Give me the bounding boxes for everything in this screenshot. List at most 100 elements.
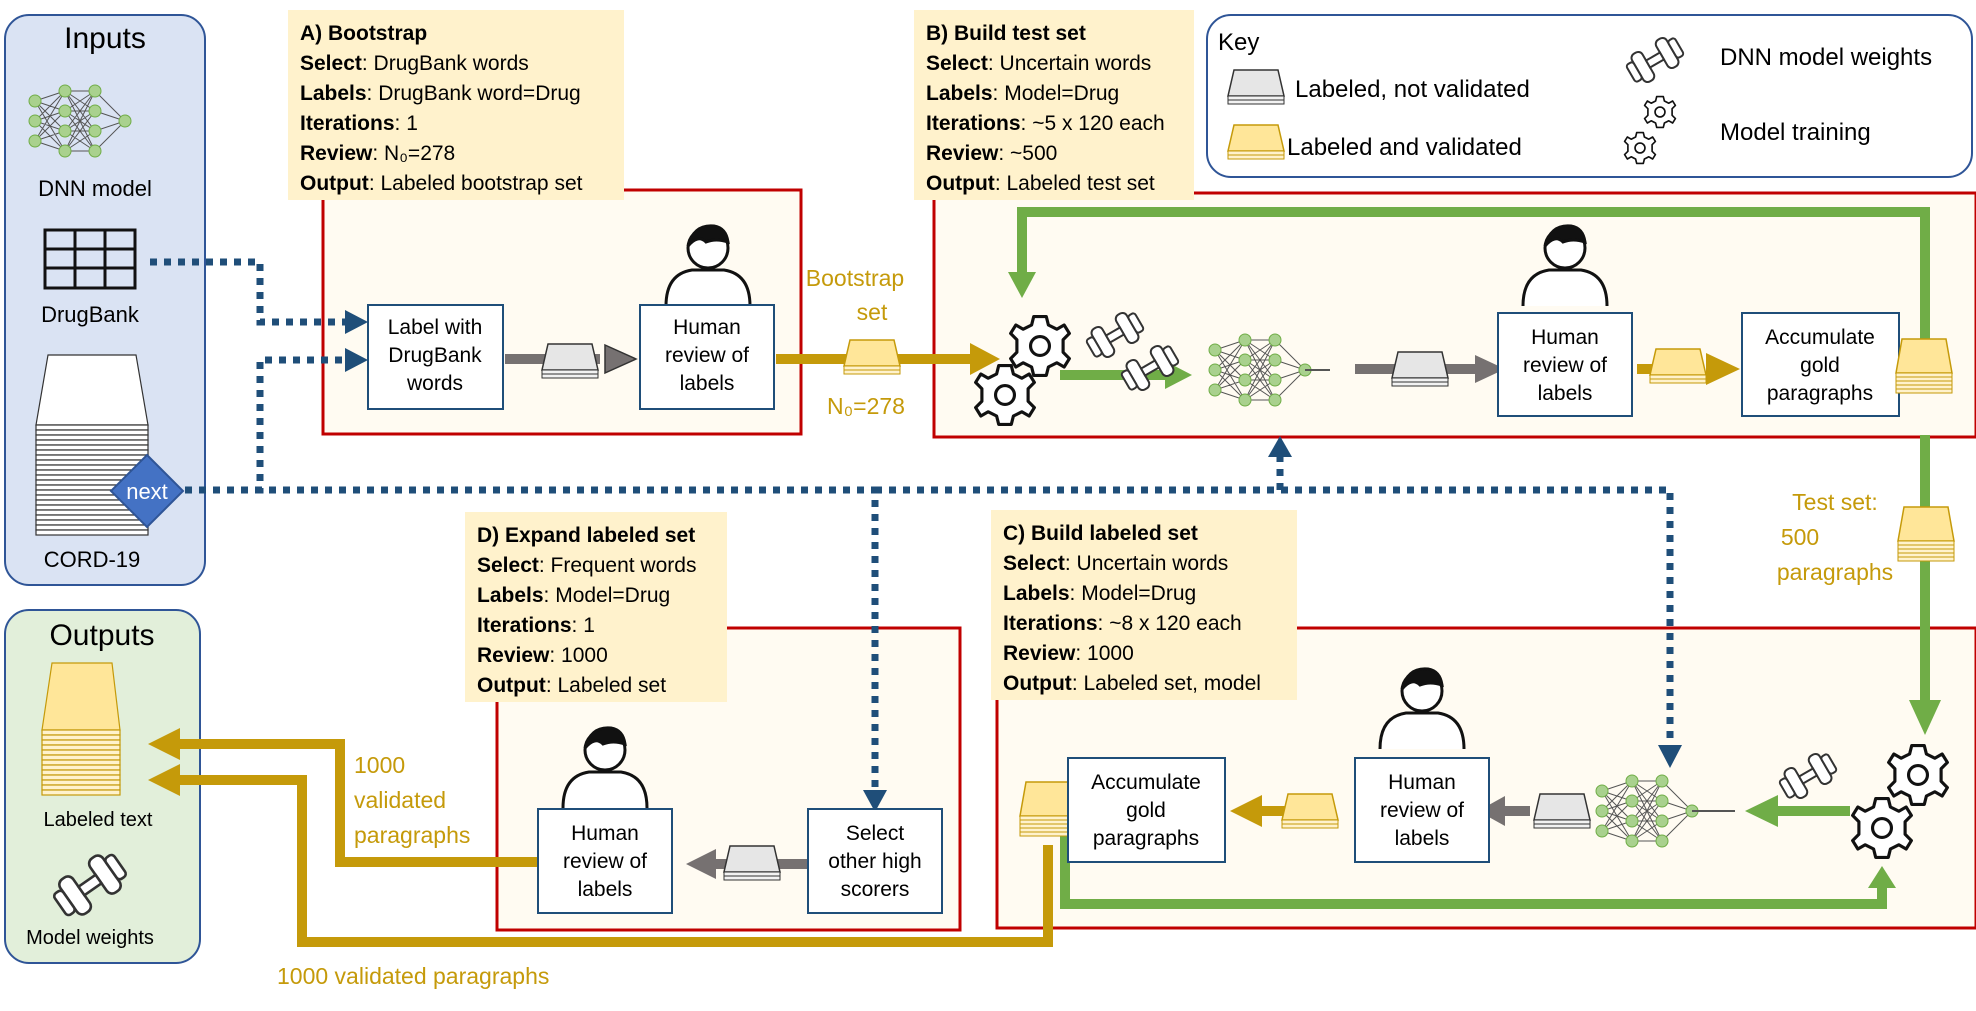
stage-a-title: A) Bootstrap [300, 22, 427, 45]
stage-b-gold-stack-icon [1649, 348, 1707, 384]
inputs-title: Inputs [64, 22, 146, 55]
stage-d-box1-line-2: review of [563, 850, 647, 873]
labeled-text-label: Labeled text [44, 809, 153, 831]
stage-b-gear-icon-b [974, 364, 1036, 426]
stage-b-review-box: Human review of labels [1497, 312, 1633, 417]
stage-c-line-5: Output: Labeled set, model [1003, 672, 1261, 695]
gray-arrowheads [604, 343, 1505, 879]
bootstrap-stack-icon [843, 339, 901, 375]
test-set-line-2: 500 [1781, 524, 1819, 550]
stage-c-gear-icon-a [1887, 744, 1949, 806]
stage-c-box2-line-3: labels [1395, 827, 1450, 850]
stage-c-accumulate-box: Accumulate gold paragraphs [1067, 757, 1226, 863]
test-set-line-3: paragraphs [1777, 559, 1893, 585]
key-validated: Labeled and validated [1287, 134, 1522, 161]
stage-c-gear-icon-b [1851, 797, 1913, 859]
stage-b-line-2: Labels: Model=Drug [926, 82, 1119, 105]
stage-a-box1-line-2: DrugBank [388, 344, 482, 367]
stage-b-line-4: Review: ~500 [926, 142, 1057, 165]
test-set-stack-icon [1897, 506, 1955, 562]
validated-stack-icon [1227, 124, 1285, 160]
key-title: Key [1218, 29, 1259, 56]
next-label: next [126, 479, 168, 504]
stage-d-review-box: Human review of labels [537, 808, 673, 914]
stage-c-line-4: Review: 1000 [1003, 642, 1134, 665]
stage-b-note: B) Build test set Select: Uncertain word… [914, 10, 1194, 200]
key-panel: Key Labeled, not validated Labeled and v… [1206, 14, 1973, 178]
stage-b-line-1: Select: Uncertain words [926, 52, 1151, 75]
stage-b-gear-icon-a [1009, 315, 1071, 377]
stage-b-gray-stack-icon [1391, 351, 1449, 387]
stage-a-label-box: Label with DrugBank words [367, 304, 504, 410]
stage-c-title: C) Build labeled set [1003, 522, 1198, 545]
green-connectors [1017, 207, 1930, 909]
key-not-validated: Labeled, not validated [1295, 76, 1530, 103]
dnn-model-label: DNN model [38, 176, 152, 201]
stage-c-line-3: Iterations: ~8 x 120 each [1003, 612, 1242, 635]
outputs-panel: Outputs Labeled text Model weights [4, 609, 201, 964]
stage-d-box1-line-1: Human [571, 822, 639, 845]
stage-b-gold-big-stack-icon [1895, 338, 1953, 394]
stage-b-title: B) Build test set [926, 22, 1086, 45]
validated-1000-line-1: 1000 [354, 752, 405, 778]
stage-d-box2-line-1: Select [846, 822, 905, 845]
stage-c-box2-line-2: review of [1380, 799, 1464, 822]
stage-c-line-2: Labels: Model=Drug [1003, 582, 1196, 605]
key-training: Model training [1720, 119, 1871, 146]
stage-c-note: C) Build labeled set Select: Uncertain w… [991, 510, 1297, 700]
stage-d-note: D) Expand labeled set Select: Frequent w… [465, 512, 727, 702]
stage-c-box1-line-1: Accumulate [1091, 771, 1201, 794]
stage-a-line-1: Select: DrugBank words [300, 52, 529, 75]
stage-a-line-5: Output: Labeled bootstrap set [300, 172, 583, 195]
outputs-title: Outputs [49, 619, 154, 652]
stage-d-title: D) Expand labeled set [477, 524, 695, 547]
bootstrap-set-line-1: Bootstrap [806, 265, 904, 291]
stage-b-box2-line-1: Accumulate [1765, 326, 1875, 349]
stage-d-select-box: Select other high scorers [807, 808, 943, 914]
model-weights-label: Model weights [26, 927, 154, 949]
stage-d-box1-line-3: labels [578, 878, 633, 901]
stage-d-line-4: Review: 1000 [477, 644, 608, 667]
stage-a-box1-line-3: words [406, 372, 463, 395]
stage-b-box1-line-3: labels [1538, 382, 1593, 405]
stage-c-gray-stack-icon [1533, 793, 1591, 829]
stage-a-line-2: Labels: DrugBank word=Drug [300, 82, 581, 105]
key-weights: DNN model weights [1720, 44, 1932, 71]
bootstrap-set-line-2: set [857, 299, 888, 325]
stage-d-line-3: Iterations: 1 [477, 614, 595, 637]
stage-c-box2-line-1: Human [1388, 771, 1456, 794]
cord19-label: CORD-19 [44, 547, 141, 572]
stage-d-gray-stack-icon [723, 845, 781, 881]
validated-1000-line-2: validated [354, 787, 446, 813]
gear-key-icon-b [1623, 131, 1657, 165]
stage-b-box1-line-1: Human [1531, 326, 1599, 349]
stage-c-line-1: Select: Uncertain words [1003, 552, 1228, 575]
drugbank-label: DrugBank [41, 302, 140, 327]
stage-d-box2-line-2: other high [828, 850, 921, 873]
stage-a-box1-line-1: Label with [388, 316, 483, 339]
stage-b-box1-line-2: review of [1523, 354, 1607, 377]
stage-a-box2-line-3: labels [680, 372, 735, 395]
green-arrowheads [1008, 272, 1941, 888]
stage-d-line-2: Labels: Model=Drug [477, 584, 670, 607]
stage-b-line-3: Iterations: ~5 x 120 each [926, 112, 1165, 135]
drugbank-table-icon [43, 228, 137, 290]
stage-a-gray-stack-icon [541, 343, 599, 379]
stage-c-review-box: Human review of labels [1354, 757, 1490, 863]
stage-d-line-5: Output: Labeled set [477, 674, 666, 697]
stage-b-line-5: Output: Labeled test set [926, 172, 1155, 195]
gear-key-icon-a [1643, 95, 1677, 129]
gold-arrowheads [148, 343, 1740, 827]
stage-c-gold-stack-icon [1281, 793, 1339, 829]
blue-dotted-connectors [150, 258, 1674, 790]
stage-b-box2-line-3: paragraphs [1767, 382, 1873, 405]
stage-b-accumulate-box: Accumulate gold paragraphs [1741, 312, 1900, 417]
n0-label: N₀=278 [827, 393, 905, 419]
stage-c-box1-line-3: paragraphs [1093, 827, 1199, 850]
stage-a-box2-line-1: Human [673, 316, 741, 339]
next-diamond: next [109, 453, 185, 529]
stage-a-line-4: Review: N₀=278 [300, 142, 455, 165]
not-validated-stack-icon [1227, 69, 1285, 105]
stage-a-note: A) Bootstrap Select: DrugBank words Labe… [288, 10, 624, 200]
